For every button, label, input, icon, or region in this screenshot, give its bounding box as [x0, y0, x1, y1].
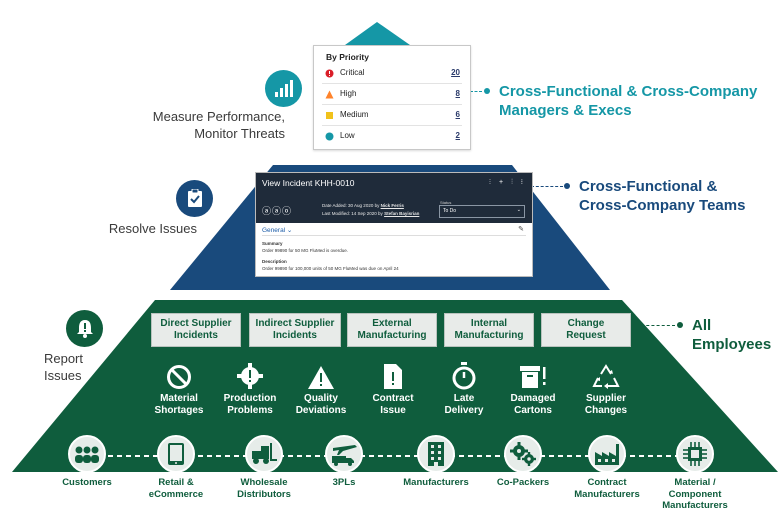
chevron-down-icon: ⌄: [516, 207, 521, 213]
bar-chart-icon: [265, 70, 302, 107]
tier-top-connector: [470, 91, 482, 92]
plane-truck-icon: [332, 445, 357, 466]
priority-count-medium[interactable]: 6: [455, 110, 460, 119]
critical-icon: [325, 69, 334, 78]
incident-card: View Incident KHH-0010 ⵗ + ⫶ ⁝ ⓐⓐⓞ Date …: [255, 172, 533, 277]
divider: [262, 235, 526, 236]
high-icon: [325, 90, 334, 99]
gear-alert-icon: [237, 363, 263, 389]
warning-triangle-icon: [308, 366, 334, 389]
summary-text: Order 99890 for 50 MG FluMed is overdue.: [262, 248, 349, 253]
tier-top-dot: [484, 88, 490, 94]
building-icon: [428, 442, 444, 466]
no-entry-icon: [167, 365, 191, 389]
tier-middle-dot: [564, 183, 570, 189]
tier-middle-connector: [531, 186, 563, 187]
incident-meta: Date Added: 30 Aug 2020 by Nick Ferris L…: [322, 203, 420, 216]
priority-count-high[interactable]: 8: [455, 89, 460, 98]
priority-row-high[interactable]: High 8: [322, 84, 462, 105]
partner-3pls: 3PLs: [289, 435, 399, 489]
tier-bottom-connector: [636, 325, 675, 326]
partner-co-packers: Co-Packers: [468, 435, 578, 489]
status-select[interactable]: To Do⌄: [439, 205, 525, 218]
partner-manufacturers: Manufacturers: [381, 435, 491, 489]
summary-label: Summary: [262, 241, 283, 246]
resolve-issues-label: Resolve Issues: [108, 221, 197, 236]
document-alert-icon: [384, 364, 402, 389]
priority-card-title: By Priority: [326, 52, 369, 62]
chip-icon: [683, 442, 707, 466]
recycle-icon: [592, 364, 620, 389]
low-icon: [325, 132, 334, 141]
priority-row-medium[interactable]: Medium 6: [322, 105, 462, 126]
bell-alert-icon: [66, 310, 103, 347]
date-added-user-link[interactable]: Nick Ferris: [380, 203, 404, 208]
priority-count-critical[interactable]: 20: [451, 68, 460, 77]
stopwatch-icon: [452, 362, 476, 390]
edit-icon[interactable]: ✎: [518, 226, 524, 233]
priority-card: By Priority Critical 20 High 8 Medium 6 …: [313, 45, 471, 150]
incident-card-header: View Incident KHH-0010 ⵗ + ⫶ ⁝ ⓐⓐⓞ Date …: [256, 173, 532, 223]
last-modified-user-link[interactable]: Stefan Bayisrian: [384, 211, 420, 216]
tier-bottom-dot: [677, 322, 683, 328]
partner-retail-ecommerce: Retail &eCommerce: [121, 435, 231, 500]
description-label: Description: [262, 259, 287, 264]
clipboard-check-icon: [176, 180, 213, 217]
status-label: Status: [440, 200, 452, 205]
factory-icon: [595, 444, 619, 465]
description-text: Order 99890 for 100,000 units of 50 MG F…: [262, 266, 399, 271]
incident-toolbar-icons[interactable]: ⵗ + ⫶ ⁝: [488, 179, 526, 186]
priority-count-low[interactable]: 2: [455, 131, 460, 140]
forklift-icon: [252, 443, 277, 464]
priority-row-low[interactable]: Low 2: [322, 126, 462, 146]
tablet-icon: [168, 443, 184, 465]
incident-card-title: View Incident KHH-0010: [262, 178, 355, 188]
medium-icon: [326, 112, 333, 119]
priority-row-critical[interactable]: Critical 20: [322, 63, 462, 84]
avatar-group-icon: ⓐⓐⓞ: [262, 206, 293, 216]
measure-performance-label: Measure Performance,Monitor Threats: [152, 109, 285, 141]
partner-customers: Customers: [32, 435, 142, 489]
damaged-box-icon: [520, 366, 546, 388]
tab-general[interactable]: General ⌄: [262, 227, 293, 234]
tier-middle-label: Cross-Functional &Cross-Company Teams: [579, 178, 746, 214]
people-icon: [75, 446, 99, 463]
gears-icon: [510, 442, 536, 466]
